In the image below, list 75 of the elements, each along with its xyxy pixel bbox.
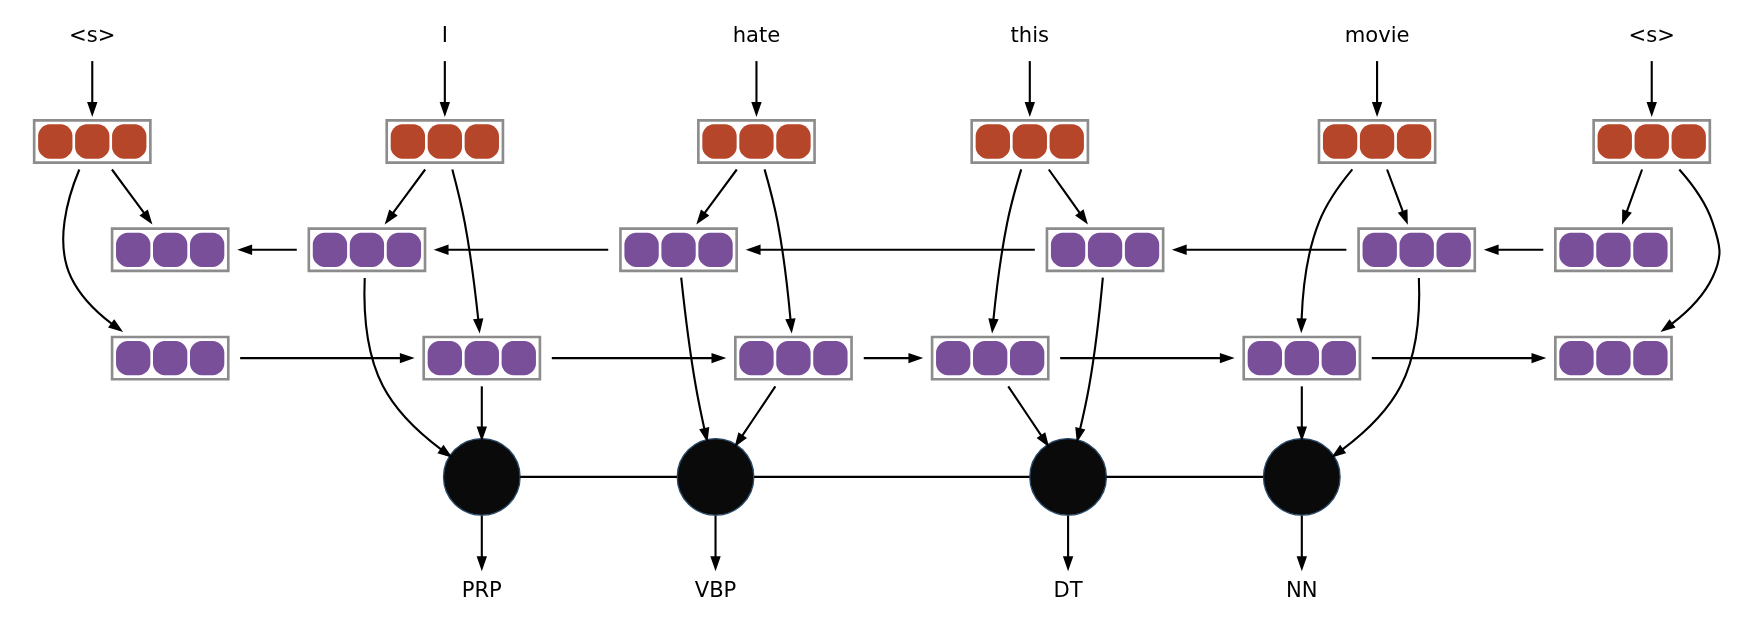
arrow: [476, 515, 487, 572]
arrow: [1660, 168, 1720, 332]
node-box: [618, 227, 738, 273]
node-box: [110, 335, 230, 381]
arrow: [1371, 61, 1382, 117]
arrow: [1385, 169, 1408, 225]
arrow: [1330, 278, 1420, 458]
arrow: [733, 385, 776, 448]
node-box: [1241, 335, 1361, 381]
node-circle: [1262, 437, 1341, 516]
arrow: [1024, 61, 1035, 117]
node-box: [930, 335, 1050, 381]
arrow: [1646, 61, 1657, 117]
arrow: [1074, 277, 1104, 443]
arrow: [1295, 168, 1353, 334]
arrow: [1621, 169, 1643, 225]
arrow: [239, 352, 415, 364]
arrow: [1171, 244, 1346, 255]
arrow: [745, 244, 1035, 255]
arrow: [863, 352, 923, 364]
arrow: [86, 61, 97, 117]
arrow: [679, 277, 709, 443]
arrow: [1296, 386, 1307, 442]
node-circle: [442, 437, 521, 516]
node-text: movie: [1344, 22, 1409, 48]
arrow: [433, 244, 608, 255]
node-text: NN: [1285, 576, 1318, 602]
node-text: this: [1010, 22, 1049, 48]
node-box: [733, 335, 853, 381]
node-box: [1356, 227, 1476, 273]
arrow: [1062, 515, 1073, 572]
node-text: hate: [732, 22, 780, 48]
node-box: [307, 227, 426, 273]
arrow: [1059, 352, 1235, 364]
node-box: [969, 119, 1089, 164]
arrow: [695, 168, 738, 225]
node-box: [1591, 119, 1711, 164]
node-text: <s>: [68, 22, 115, 48]
arrow: [750, 61, 762, 117]
node-text: VBP: [694, 576, 736, 602]
node-text: <s>: [1628, 22, 1675, 48]
node-box: [1045, 227, 1164, 273]
arrow: [709, 515, 721, 572]
node-box: [1553, 227, 1673, 273]
node-circle: [1028, 437, 1107, 516]
connector: [1105, 475, 1263, 478]
arrow: [1296, 515, 1307, 572]
connector: [519, 475, 677, 478]
node-text: I: [441, 22, 448, 48]
node-box: [32, 119, 152, 164]
arrow: [1483, 244, 1543, 255]
arrow: [1371, 352, 1546, 364]
connector: [753, 475, 1029, 478]
node-box: [696, 119, 816, 164]
node-box: [1553, 335, 1673, 381]
arrow: [450, 169, 483, 334]
arrow: [362, 278, 452, 458]
arrow: [1006, 385, 1049, 448]
arrow: [987, 169, 1022, 334]
arrow: [439, 61, 450, 117]
arrow: [384, 168, 426, 225]
node-text: PRP: [461, 576, 502, 602]
arrow: [61, 169, 123, 332]
node-box: [110, 227, 230, 273]
arrow: [476, 386, 487, 442]
arrow: [763, 169, 796, 334]
node-box: [1317, 119, 1436, 164]
node-circle: [676, 437, 754, 516]
arrow: [551, 352, 726, 364]
arrow: [236, 244, 297, 255]
node-text: DT: [1053, 576, 1083, 602]
node-box: [384, 119, 504, 164]
node-box: [421, 335, 541, 381]
arrow: [110, 168, 152, 225]
arrow: [1047, 168, 1088, 225]
